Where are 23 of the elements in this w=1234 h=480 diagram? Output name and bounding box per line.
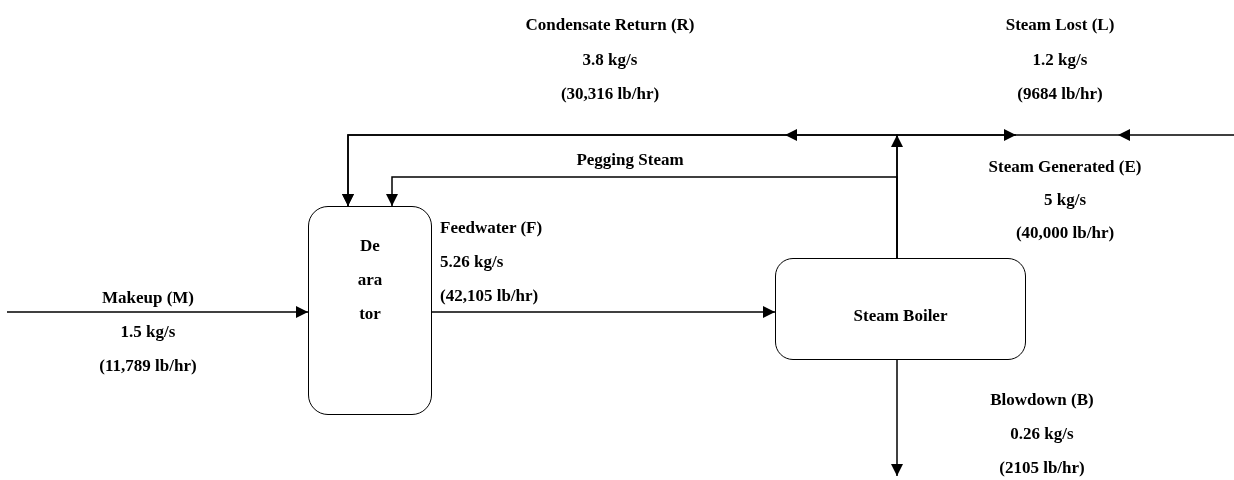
vessel-label: De ara tor <box>357 235 383 325</box>
flow-value: Condensate Return (R) <box>525 15 695 35</box>
flow-value: (40,000 lb/hr) <box>1015 223 1115 243</box>
flow-value: 3.8 kg/s <box>582 50 638 70</box>
flow-value: Steam Generated (E) <box>988 157 1142 177</box>
flow-value: (11,789 lb/hr) <box>99 356 197 376</box>
flow-value: (2105 lb/hr) <box>999 458 1085 478</box>
flow-value: Blowdown (B) <box>990 390 1094 410</box>
flow-value: 5.26 kg/s <box>440 252 504 272</box>
flow-label: Feedwater (F) <box>440 218 543 238</box>
flow-label: Makeup (M) <box>101 288 195 308</box>
flow-value: 1.5 kg/s <box>120 322 176 342</box>
flow-value: 1.2 kg/s <box>1032 50 1088 70</box>
flow-value: (42,105 lb/hr) <box>440 286 539 306</box>
flow-value: 5 kg/s <box>1044 190 1086 210</box>
boiler-label: Steam Boiler <box>852 305 949 327</box>
flow-value: (30,316 lb/hr) <box>560 84 660 104</box>
flow-value: (9684 lb/hr) <box>1017 84 1103 104</box>
deaerator-vessel <box>308 206 432 415</box>
flow-label: Pegging Steam <box>576 150 684 170</box>
flow-value: 0.26 kg/s <box>1010 424 1074 444</box>
boiler-box <box>775 258 1026 360</box>
flow-value: Steam Lost (L) <box>1005 15 1115 35</box>
